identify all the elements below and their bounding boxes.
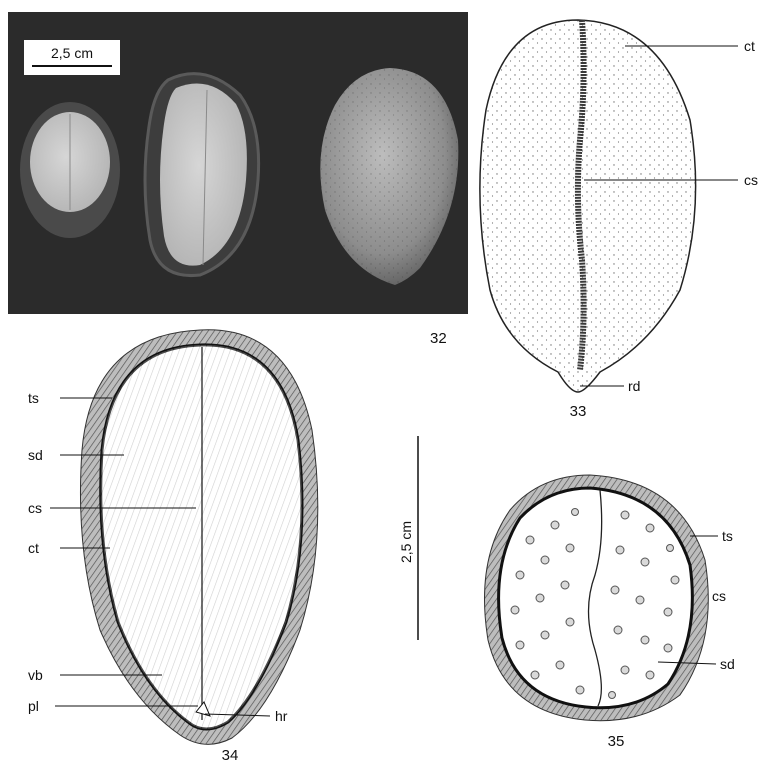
fig34-label-sd: sd: [28, 447, 43, 463]
fig35-label-sd: sd: [720, 656, 735, 672]
fig34-label-ts: ts: [28, 390, 39, 406]
figure-34: ts sd cs ct vb pl hr 34: [28, 330, 318, 764]
photo-scale-label: 2,5 cm: [51, 45, 93, 61]
fig35-cotyledons: [499, 488, 693, 708]
fig35-label-cs: cs: [712, 588, 726, 604]
fig34-label-hr: hr: [275, 708, 288, 724]
scale-bar-vertical: 2,5 cm: [398, 436, 418, 640]
figure-33-number: 33: [570, 403, 587, 420]
figure-33: ct cs rd 33: [480, 20, 758, 420]
fig34-label-ct: ct: [28, 540, 39, 556]
figure-35-number: 35: [608, 733, 625, 750]
fig34-label-cs: cs: [28, 500, 42, 516]
fig35-label-ts: ts: [722, 528, 733, 544]
fig33-label-cs: cs: [744, 172, 758, 188]
figure-32-number: 32: [430, 330, 447, 347]
figure-34-number: 34: [222, 747, 239, 764]
figure-35: ts cs sd 35: [484, 475, 734, 750]
fig34-label-vb: vb: [28, 667, 43, 683]
fig33-label-rd: rd: [628, 378, 640, 394]
figure-32-photo: 2,5 cm 32: [8, 12, 468, 347]
scale-bar-label: 2,5 cm: [398, 521, 414, 563]
fig34-label-pl: pl: [28, 698, 39, 714]
fig33-label-ct: ct: [744, 38, 755, 54]
